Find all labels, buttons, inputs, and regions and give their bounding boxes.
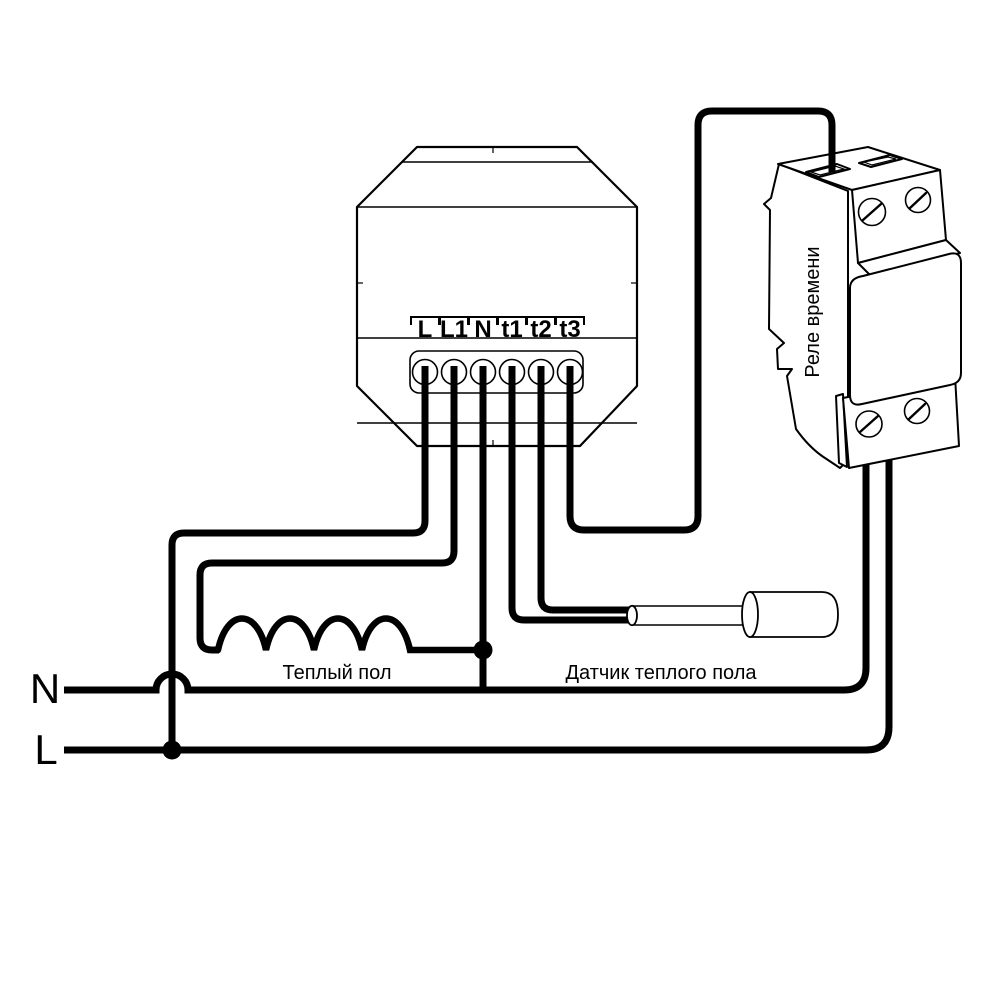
module-wires xyxy=(168,366,634,748)
terminal-label-t3: t3 xyxy=(559,316,580,343)
relay-screw-bottom-left-slot xyxy=(858,414,880,434)
terminal-label-n: N xyxy=(474,316,491,343)
relay-screw-bottom-right xyxy=(903,397,931,425)
relay-screw-top-left xyxy=(857,197,887,227)
live-label: L xyxy=(34,726,57,773)
neutral-bus-wire xyxy=(64,450,870,694)
wire-terminal-l1 xyxy=(196,366,458,654)
relay-screw-bottom-left xyxy=(855,410,883,438)
terminal-bracket xyxy=(555,316,585,325)
mains-labels: N L xyxy=(30,665,60,773)
module-body xyxy=(355,145,639,448)
live-bus-wire xyxy=(64,455,893,754)
heating-element-wire xyxy=(214,615,481,654)
terminal-label-t2: t2 xyxy=(530,316,551,343)
floor-sensor-label: Датчик теплого пола xyxy=(565,662,757,684)
relay-screw-top-right-slot xyxy=(908,191,928,210)
relay-top-slot-left-inner xyxy=(808,165,847,176)
sensor-head-joint xyxy=(741,591,759,638)
wire-terminal-l xyxy=(168,366,429,748)
warm-floor: Теплый пол xyxy=(214,615,481,684)
sensor-sleeve-cap xyxy=(626,604,638,627)
relay-side-panel xyxy=(763,163,849,469)
floor-sensor: Датчик теплого пола xyxy=(565,591,839,684)
neutral-label: N xyxy=(30,665,60,712)
terminal-label-t1: t1 xyxy=(501,316,522,343)
relay-step-lip xyxy=(857,239,961,278)
sensor-cable-sleeve xyxy=(632,605,750,626)
wire-terminal-t1 xyxy=(508,366,634,624)
junction-dot-heater-n xyxy=(473,640,493,660)
relay-bottom-tab xyxy=(835,393,848,468)
warm-floor-label: Теплый пол xyxy=(282,662,391,684)
relay-screw-bottom-right-slot xyxy=(907,402,927,421)
mains-wires xyxy=(64,450,893,754)
junction-dot-live xyxy=(162,740,182,760)
time-relay: Реле времени xyxy=(763,146,962,469)
time-relay-label: Реле времени xyxy=(802,246,824,377)
relay-screw-top-right xyxy=(904,186,932,214)
relay-front-cover xyxy=(849,252,962,406)
wire-terminal-t3 xyxy=(566,107,836,534)
terminal-label-l: L xyxy=(418,316,433,343)
terminal-label-l1: L1 xyxy=(440,316,468,343)
relay-screw-top-left-slot xyxy=(861,202,883,222)
wire-terminal-t2 xyxy=(537,366,634,614)
relay-module: L L1 N t1 t2 t3 xyxy=(355,145,639,448)
relay-top-slot-right-inner xyxy=(861,156,897,166)
sensor-head xyxy=(749,591,839,638)
